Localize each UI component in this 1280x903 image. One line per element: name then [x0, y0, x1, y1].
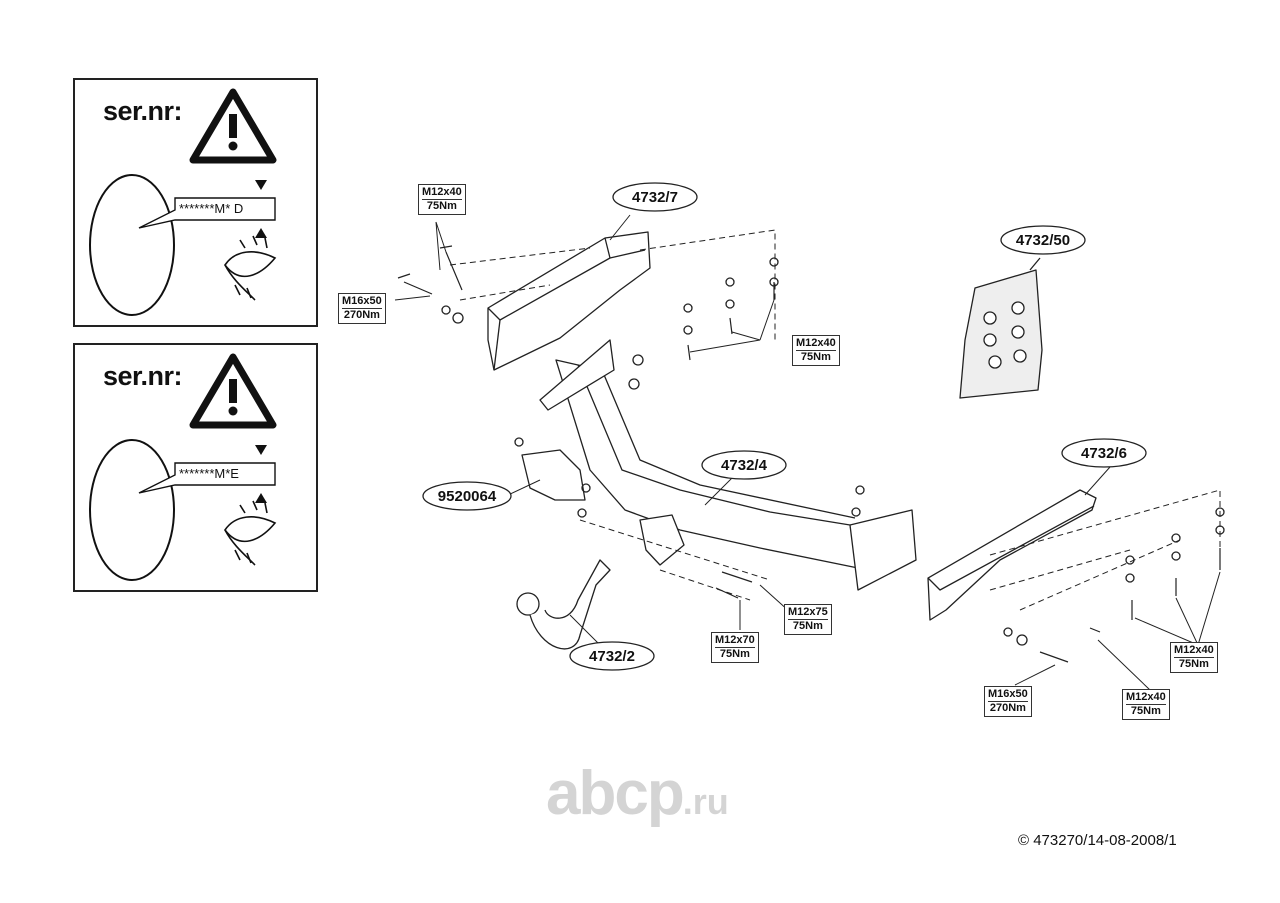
- bolt-spec-m12x40-top: M12x40 75Nm: [418, 184, 466, 215]
- bolt-spec-m12x40-bottom: M12x40 75Nm: [1122, 689, 1170, 720]
- serial-code: *******M*E: [179, 466, 239, 481]
- center-mount: [639, 514, 685, 566]
- socket-plate: [521, 449, 586, 501]
- part-label-9520064: 9520064: [438, 488, 497, 505]
- watermark-text: abcp: [546, 759, 685, 828]
- bolt-spec-m16x50-left: M16x50 270Nm: [338, 293, 386, 324]
- arrow-up-icon: [255, 493, 267, 503]
- part-label-4732-6: 4732/6: [1081, 445, 1127, 462]
- arrow-down-icon: [255, 180, 267, 190]
- bolt-size: M12x75: [788, 606, 828, 618]
- bolt-torque: 75Nm: [788, 619, 828, 633]
- copyright-note: © 473270/14-08-2008/1: [1018, 832, 1177, 849]
- part-oval-4732-50: [1000, 225, 1086, 255]
- bolt-spec-m16x50-right: M16x50 270Nm: [984, 686, 1032, 717]
- bolt: [439, 245, 463, 291]
- bolt: [715, 571, 753, 599]
- bolt-torque: 270Nm: [988, 701, 1028, 714]
- serial-number-panel-e: ser.nr: *******M*E: [73, 343, 318, 592]
- bolt-torque: 270Nm: [342, 308, 382, 321]
- bolt-spec-m12x75: M12x75 75Nm: [784, 604, 832, 635]
- serial-number-panel-d: ser.nr: *******M* D: [73, 78, 318, 327]
- bolt: [1039, 627, 1101, 663]
- eye-icon: [224, 235, 277, 301]
- eye-icon: [224, 500, 277, 566]
- part-label-4732-2: 4732/2: [589, 648, 635, 665]
- bolt-size: M12x40: [1126, 691, 1166, 703]
- watermark: abcp.ru: [546, 758, 729, 829]
- part-label-4732-4: 4732/4: [721, 457, 768, 474]
- bolt-spec-m12x70: M12x70 75Nm: [711, 632, 759, 663]
- part-oval-4732-6: [1061, 438, 1147, 468]
- bolt-size: M12x40: [796, 337, 836, 349]
- part-oval-4732-4: [701, 450, 787, 480]
- bolt-size: M12x70: [715, 634, 755, 646]
- bolt-spec-m12x40-center: M12x40 75Nm: [792, 335, 840, 366]
- part-oval-9520064: [422, 481, 512, 511]
- bolt-size: M16x50: [988, 688, 1028, 700]
- bolt-torque: 75Nm: [1174, 657, 1214, 671]
- bolt-size: M12x40: [422, 186, 462, 198]
- bolt: [687, 282, 775, 361]
- serial-heading: ser.nr:: [103, 361, 183, 391]
- bolt-torque: 75Nm: [422, 199, 462, 213]
- warning-icon: [189, 88, 277, 164]
- bolt: [397, 273, 433, 295]
- tow-ball: [516, 592, 540, 616]
- warning-icon: [189, 353, 277, 429]
- serial-code: *******M* D: [179, 201, 244, 216]
- left-side-bracket: [487, 231, 651, 371]
- panel-drawing: [89, 353, 277, 581]
- bolt-size: M12x40: [1174, 644, 1214, 656]
- part-label-4732-50: 4732/50: [1016, 232, 1070, 249]
- bolt-torque: 75Nm: [796, 350, 836, 364]
- arrow-up-icon: [255, 228, 267, 238]
- bolt-torque: 75Nm: [715, 647, 755, 661]
- part-oval-4732-7: [612, 182, 698, 212]
- bolt-torque: 75Nm: [1126, 704, 1166, 718]
- right-side-bracket: [927, 489, 1097, 621]
- serial-heading: ser.nr:: [103, 96, 183, 126]
- arrow-down-icon: [255, 445, 267, 455]
- bolt-kit-card: [959, 269, 1043, 399]
- watermark-domain: .ru: [682, 781, 729, 822]
- part-label-4732-7: 4732/7: [632, 189, 678, 206]
- panel-drawing: [89, 88, 277, 316]
- bolt-size: M16x50: [342, 295, 382, 307]
- bolt-spec-m12x40-right: M12x40 75Nm: [1170, 642, 1218, 673]
- bolt: [1131, 548, 1221, 620]
- part-oval-4732-2: [569, 641, 655, 671]
